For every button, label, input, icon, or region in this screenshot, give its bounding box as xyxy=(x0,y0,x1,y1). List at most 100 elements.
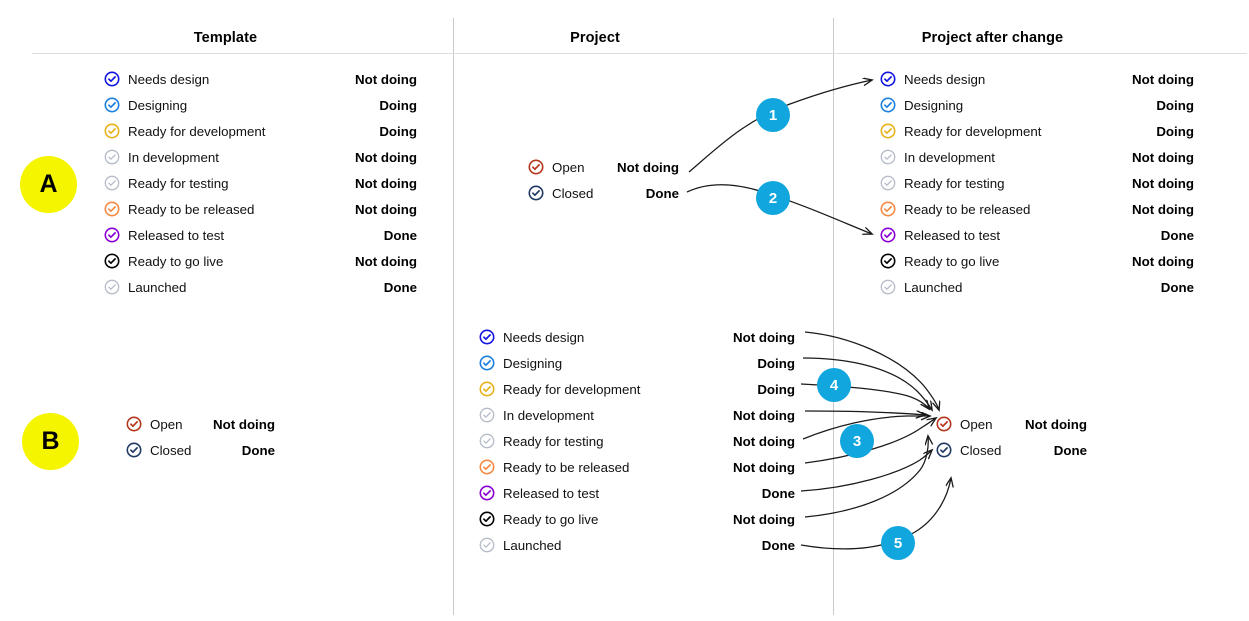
check-circle-icon xyxy=(479,329,495,345)
status-row-value: Doing xyxy=(757,381,795,397)
status-row-value: Doing xyxy=(1156,97,1194,113)
check-circle-icon xyxy=(880,279,896,295)
check-circle-icon xyxy=(104,279,120,295)
check-circle-icon xyxy=(104,175,120,191)
status-row-label: Ready for testing xyxy=(128,175,229,191)
status-row-label: Ready to be released xyxy=(503,459,630,475)
check-circle-icon xyxy=(880,123,896,139)
status-row-label: Launched xyxy=(503,537,562,553)
status-row-value: Done xyxy=(1160,227,1194,243)
check-circle-icon xyxy=(880,175,896,191)
status-row-label: In development xyxy=(904,149,995,165)
status-row-label: Closed xyxy=(150,442,192,458)
status-row[interactable]: Launched Done xyxy=(479,532,795,558)
check-circle-icon xyxy=(104,227,120,243)
status-row-value: Done xyxy=(1160,279,1194,295)
check-circle-icon xyxy=(479,485,495,501)
check-circle-icon xyxy=(880,253,896,269)
arrow-5c xyxy=(800,478,951,550)
check-circle-icon xyxy=(880,201,896,217)
status-row-label: Closed xyxy=(960,442,1002,458)
status-row-label: Released to test xyxy=(128,227,225,243)
check-circle-icon xyxy=(880,71,896,87)
marker-b-label: B xyxy=(41,427,60,455)
check-circle-icon xyxy=(479,407,495,423)
check-circle-icon xyxy=(479,537,495,553)
status-row-value: Done xyxy=(761,537,795,553)
status-row-value: Done xyxy=(1053,442,1087,458)
check-circle-icon xyxy=(880,97,896,113)
status-row-label: Ready for development xyxy=(503,381,641,397)
status-row-label: Closed xyxy=(552,185,594,201)
badge-1: 1 xyxy=(756,98,790,132)
status-row-label: Needs design xyxy=(503,329,585,345)
status-row-value: Doing xyxy=(379,97,417,113)
column-header-project: Project xyxy=(570,30,620,46)
status-row-value: Not doing xyxy=(354,253,417,269)
check-circle-icon xyxy=(104,97,120,113)
status-row-value: Doing xyxy=(379,123,417,139)
status-row[interactable]: Ready for testing Not doing xyxy=(104,170,417,196)
status-row[interactable]: Ready for development Doing xyxy=(479,376,795,402)
column-header-template: Template xyxy=(193,30,258,46)
column-divider-1 xyxy=(453,18,454,615)
badge-3: 3 xyxy=(840,424,874,458)
check-circle-icon xyxy=(936,442,952,458)
marker-b: B xyxy=(22,413,79,470)
check-circle-icon xyxy=(104,149,120,165)
status-row-label: Designing xyxy=(904,97,964,113)
status-row-label: In development xyxy=(128,149,219,165)
check-circle-icon xyxy=(880,227,896,243)
status-row-label: Open xyxy=(960,416,993,432)
status-row-value: Not doing xyxy=(354,149,417,165)
column-divider-2 xyxy=(833,18,834,615)
status-row-value: Not doing xyxy=(354,175,417,191)
badge-2-label: 2 xyxy=(768,189,778,207)
status-row-label: Launched xyxy=(128,279,187,295)
arrow-5a xyxy=(800,450,932,492)
check-circle-icon xyxy=(479,511,495,527)
status-row[interactable]: Released to test Done xyxy=(880,222,1194,248)
status-row[interactable]: Closed Done xyxy=(936,437,1087,463)
status-row-value: Done xyxy=(383,279,417,295)
status-row[interactable]: Launched Done xyxy=(104,274,417,300)
status-row[interactable]: Needs design Not doing xyxy=(479,324,795,350)
status-row-value: Doing xyxy=(757,355,795,371)
badge-3-label: 3 xyxy=(852,432,862,450)
status-row-value: Not doing xyxy=(732,329,795,345)
status-row[interactable]: Designing Doing xyxy=(880,92,1194,118)
status-row-label: Released to test xyxy=(904,227,1001,243)
status-row-value: Not doing xyxy=(732,407,795,423)
status-row[interactable]: In development Not doing xyxy=(104,144,417,170)
